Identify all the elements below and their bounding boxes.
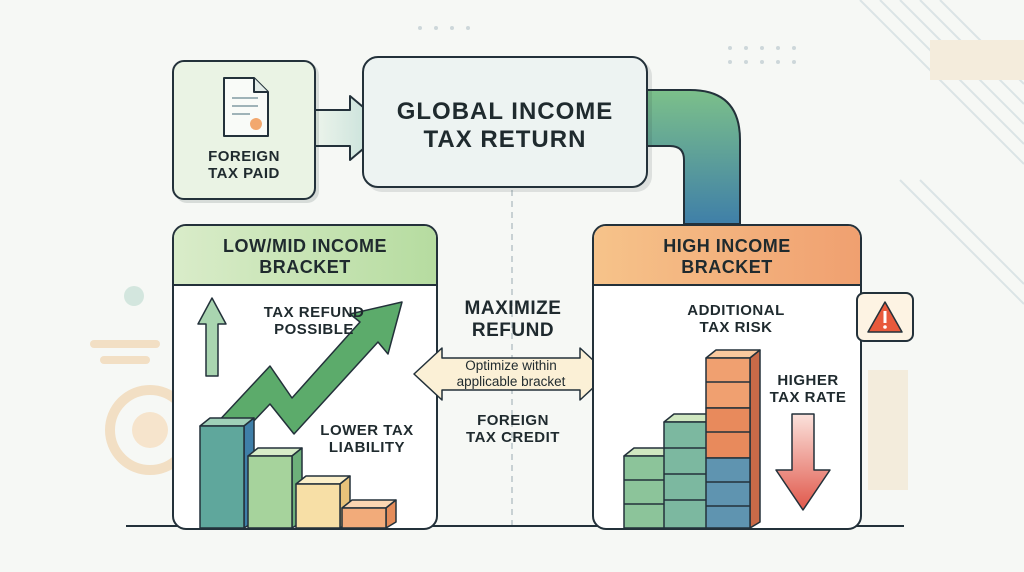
lower-tax-liability-label: LOWER TAX LIABILITY xyxy=(320,422,414,457)
high-income-panel: HIGH INCOME BRACKET xyxy=(592,224,862,530)
ascending-stacked-bars xyxy=(623,349,761,528)
global-income-tax-return-card: GLOBAL INCOME TAX RETURN xyxy=(362,56,648,188)
high-panel-header: HIGH INCOME BRACKET xyxy=(594,226,860,286)
foreign-tax-paid-label: FOREIGN TAX PAID xyxy=(208,148,280,183)
warning-box xyxy=(856,292,914,342)
high-income-illustration xyxy=(623,349,831,528)
optimize-double-arrow: Optimize within applicable bracket xyxy=(412,344,610,404)
additional-tax-risk-label: ADDITIONAL TAX RISK xyxy=(687,302,785,337)
maximize-refund-label: MAXIMIZE REFUND xyxy=(464,298,562,341)
warning-triangle-icon xyxy=(867,301,903,333)
descending-bars xyxy=(199,417,397,528)
low-mid-panel-header: LOW/MID INCOME BRACKET xyxy=(174,226,436,286)
document-icon xyxy=(223,77,269,137)
foreign-tax-paid-card: FOREIGN TAX PAID xyxy=(172,60,316,200)
optimize-text: Optimize within applicable bracket xyxy=(456,358,566,390)
low-mid-illustration xyxy=(197,297,403,528)
foreign-tax-credit-label: FOREIGN TAX CREDIT xyxy=(466,412,560,447)
up-arrow-icon xyxy=(197,297,227,377)
high-income-title: HIGH INCOME BRACKET xyxy=(663,236,791,277)
global-return-title: GLOBAL INCOME TAX RETURN xyxy=(396,98,614,153)
trend-arrow-icon xyxy=(213,301,403,447)
tax-refund-possible-label: TAX REFUND POSSIBLE xyxy=(263,304,365,339)
low-mid-title: LOW/MID INCOME BRACKET xyxy=(223,236,387,277)
higher-tax-rate-label: HIGHER TAX RATE xyxy=(769,372,847,407)
low-mid-income-panel: LOW/MID INCOME BRACKET xyxy=(172,224,438,530)
down-arrow-icon xyxy=(775,413,831,511)
